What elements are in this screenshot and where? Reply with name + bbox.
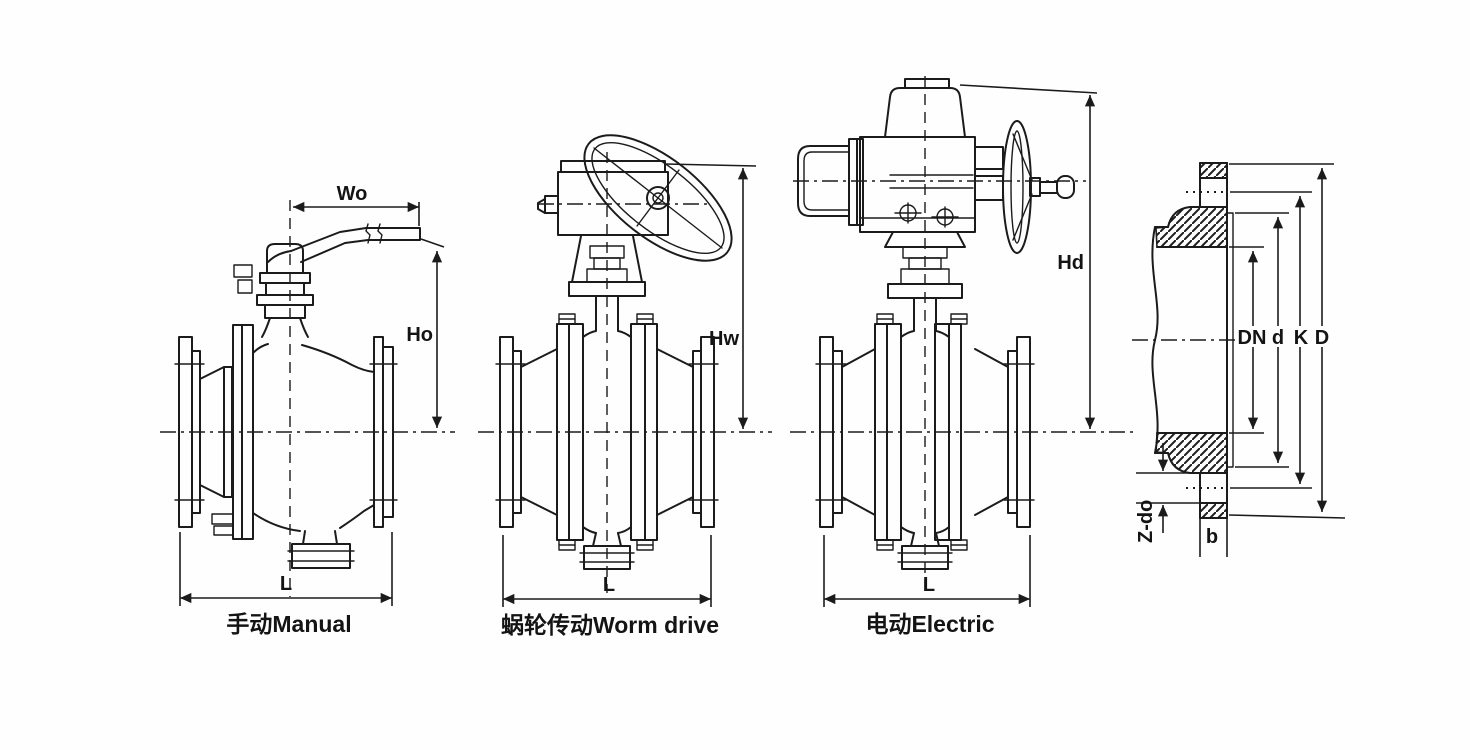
handwheel — [583, 134, 733, 262]
handle-break-marks — [365, 223, 383, 244]
stem-gland-stack — [233, 243, 314, 338]
dim-label-hd: Hd — [1057, 252, 1084, 274]
caption-electric: 电动Electric — [865, 611, 994, 637]
body-flange-bolts — [876, 313, 968, 551]
dim-l-worm: L — [502, 535, 712, 607]
pipe-break-line — [1151, 226, 1159, 454]
dim-label-ho: Ho — [406, 324, 433, 346]
dim-label-b: b — [1206, 526, 1218, 548]
bolt-symbols — [894, 202, 959, 228]
dim-wo: Wo — [293, 183, 420, 226]
dim-k: K — [1291, 196, 1310, 484]
dim-ho: Ho — [406, 238, 445, 428]
worm-shaft-lines — [889, 174, 974, 189]
valve-body — [815, 297, 1035, 570]
dim-label-z-do: Z-do — [1135, 500, 1157, 543]
dim-label-k: K — [1294, 327, 1309, 349]
caption-worm: 蜗轮传动Worm drive — [501, 612, 719, 638]
raised-face — [1226, 212, 1234, 468]
handwheel-shaft — [1039, 181, 1058, 194]
worm-drive-valve-view: Hw L 蜗轮传动Worm drive — [478, 134, 772, 638]
handwheel-knob — [1056, 175, 1075, 199]
body-flange-bolts — [558, 313, 654, 551]
worm-input-shaft — [544, 195, 559, 214]
dim-label-d-outer: D — [1315, 327, 1329, 349]
extension-lines — [1228, 163, 1346, 519]
dim-label-d: d — [1272, 327, 1284, 349]
caption-manual: 手动Manual — [226, 611, 351, 637]
dim-label-l: L — [603, 574, 615, 596]
valve-body — [174, 324, 398, 569]
bracket-stack — [884, 231, 966, 299]
dim-z-do: Z-do — [1135, 443, 1200, 543]
handwheel-hub — [646, 186, 670, 210]
dim-label-dn: DN — [1238, 327, 1267, 349]
manual-valve-view: Wo Ho L 手动Manual — [160, 183, 455, 637]
lever-handle — [267, 223, 421, 263]
side-handwheel — [1002, 120, 1075, 254]
dim-b: b — [1199, 518, 1228, 557]
dim-label-l: L — [923, 574, 935, 596]
electric-actuator — [797, 78, 1075, 299]
dim-hd: Hd — [959, 84, 1098, 429]
dim-label-l: L — [280, 573, 292, 595]
handwheel-spokes — [593, 147, 723, 249]
dim-d-small: d — [1269, 217, 1287, 463]
worm-gearbox — [537, 160, 669, 297]
dim-l-manual: L — [179, 532, 393, 606]
electric-valve-view: Hd L 电动Electric — [790, 76, 1135, 637]
flange-hatching — [1155, 162, 1228, 519]
motor — [797, 145, 850, 217]
dim-hw: Hw — [664, 163, 757, 429]
dim-dn: DN — [1236, 251, 1269, 429]
flange-section-view: b Z-do DN d K D — [1132, 162, 1346, 557]
flange-outline — [1151, 162, 1234, 519]
dim-d-big: D — [1312, 168, 1332, 512]
dim-label-wo: Wo — [337, 183, 368, 205]
dim-l-electric: L — [823, 535, 1031, 607]
dim-label-hw: Hw — [709, 328, 739, 350]
valve-body — [495, 295, 719, 570]
